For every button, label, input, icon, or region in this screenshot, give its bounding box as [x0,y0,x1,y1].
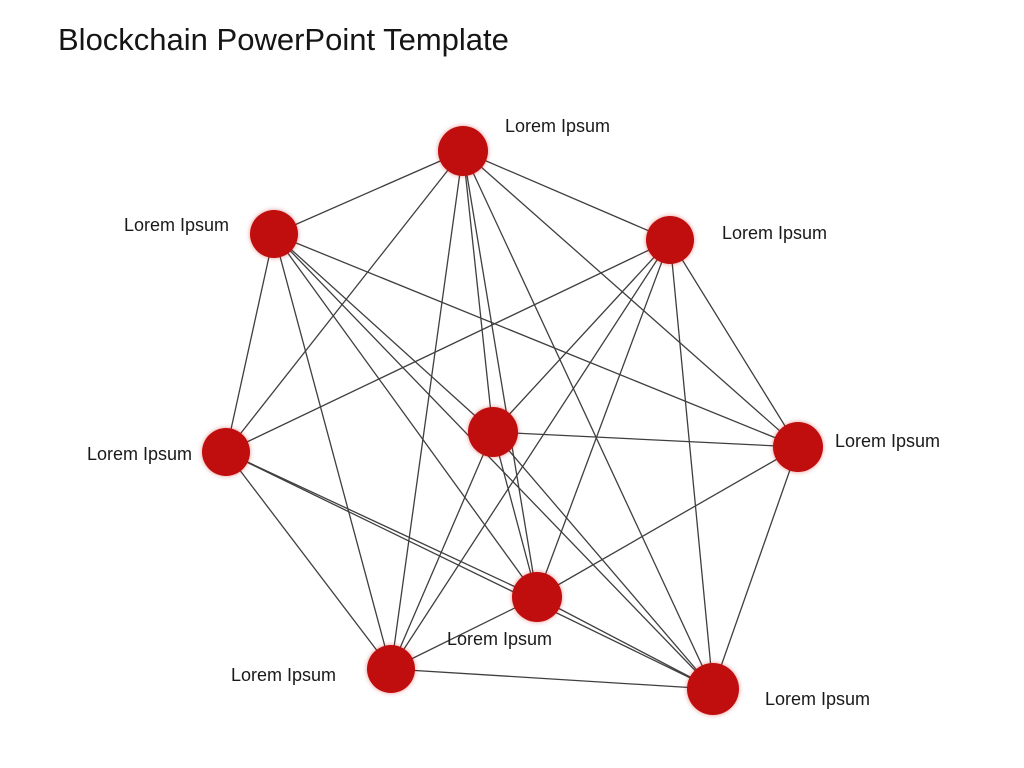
network-edge-bottom-center--bottom-left [390,596,538,670]
network-edge-top--center [462,150,494,433]
network-edge-upper-right--bottom-left [390,239,671,670]
node-label-left: Lorem Ipsum [87,444,193,464]
network-node-center [468,407,518,457]
network-edge-left--bottom-left [225,451,392,670]
network-edge-center--bottom-left [390,431,494,670]
network-edge-top--bottom-center [462,150,538,598]
node-label-top: Lorem Ipsum [505,116,611,136]
slide-title: Blockchain PowerPoint Template [58,22,509,57]
network-edge-upper-left--bottom-right [273,233,714,690]
node-label-bottom-center: Lorem Ipsum [447,629,553,649]
network-edge-upper-left--bottom-left [273,233,392,670]
network-edge-upper-left--right [273,233,799,448]
network-edge-top--upper-right [462,150,671,241]
network-edge-right--bottom-center [536,446,799,598]
network-edge-upper-right--left [225,239,671,453]
network-node-bottom-center [512,572,562,622]
network-edge-bottom-center--bottom-right [536,596,714,690]
network-edge-bottom-left--bottom-right [390,668,714,690]
network-edge-upper-left--left [225,233,275,453]
network-node-upper-left [250,210,298,258]
network-edge-left--bottom-center [225,451,538,598]
node-label-upper-left: Lorem Ipsum [124,215,230,235]
network-edge-upper-left--bottom-center [273,233,538,598]
network-edge-upper-right--bottom-center [536,239,671,598]
edges-layer [225,150,799,690]
network-edge-upper-left--center [273,233,494,433]
network-edge-center--bottom-right [492,431,714,690]
node-label-right: Lorem Ipsum [835,431,941,451]
network-edge-top--bottom-left [390,150,464,670]
node-label-bottom-right: Lorem Ipsum [765,689,871,709]
network-edge-top--right [462,150,799,448]
network-node-bottom-right [687,663,739,715]
network-edge-right--bottom-right [712,446,799,690]
network-node-right [773,422,823,472]
network-edge-left--bottom-right [225,451,714,690]
network-node-top [438,126,488,176]
network-edge-upper-right--center [492,239,671,433]
network-edge-top--upper-left [273,150,464,235]
network-edge-upper-right--bottom-right [669,239,714,690]
network-edge-upper-right--right [669,239,799,448]
node-label-upper-right: Lorem Ipsum [722,223,828,243]
network-node-bottom-left [367,645,415,693]
network-edge-center--bottom-center [492,431,538,598]
network-node-left [202,428,250,476]
network-node-upper-right [646,216,694,264]
network-edge-center--right [492,431,799,448]
network-edge-top--left [225,150,464,453]
network-edge-top--bottom-right [462,150,714,690]
node-label-bottom-left: Lorem Ipsum [231,665,337,685]
nodes-layer [202,126,823,715]
